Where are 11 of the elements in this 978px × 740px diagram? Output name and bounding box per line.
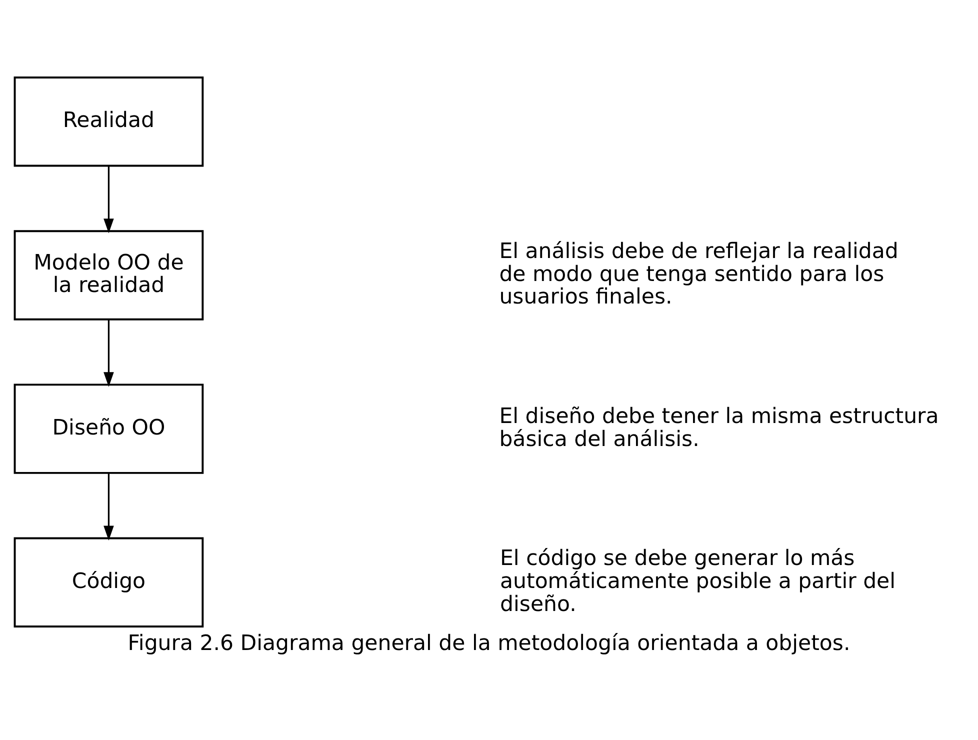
arrow bbox=[104, 473, 114, 540]
arrow bbox=[104, 320, 114, 387]
label: El código se debe generar lo más automáticamente posible a partir del diseño. bbox=[500, 546, 896, 617]
label: El análisis debe de reflejar la realidad de modo que tenga sentido para los usuarios finales. bbox=[499, 238, 898, 310]
label: El diseño debe tener la misma estructura básica del análisis. bbox=[499, 404, 939, 452]
node-box: Diseño OO bbox=[14, 384, 204, 474]
caption: Figura 2.6 Diagrama general de la metodología orientada a objetos. bbox=[128, 631, 850, 656]
node-box: Código bbox=[14, 537, 204, 628]
arrow bbox=[104, 166, 114, 234]
node-box: Modelo OO de la realidad bbox=[14, 230, 204, 320]
node-box: Realidad bbox=[14, 76, 204, 167]
